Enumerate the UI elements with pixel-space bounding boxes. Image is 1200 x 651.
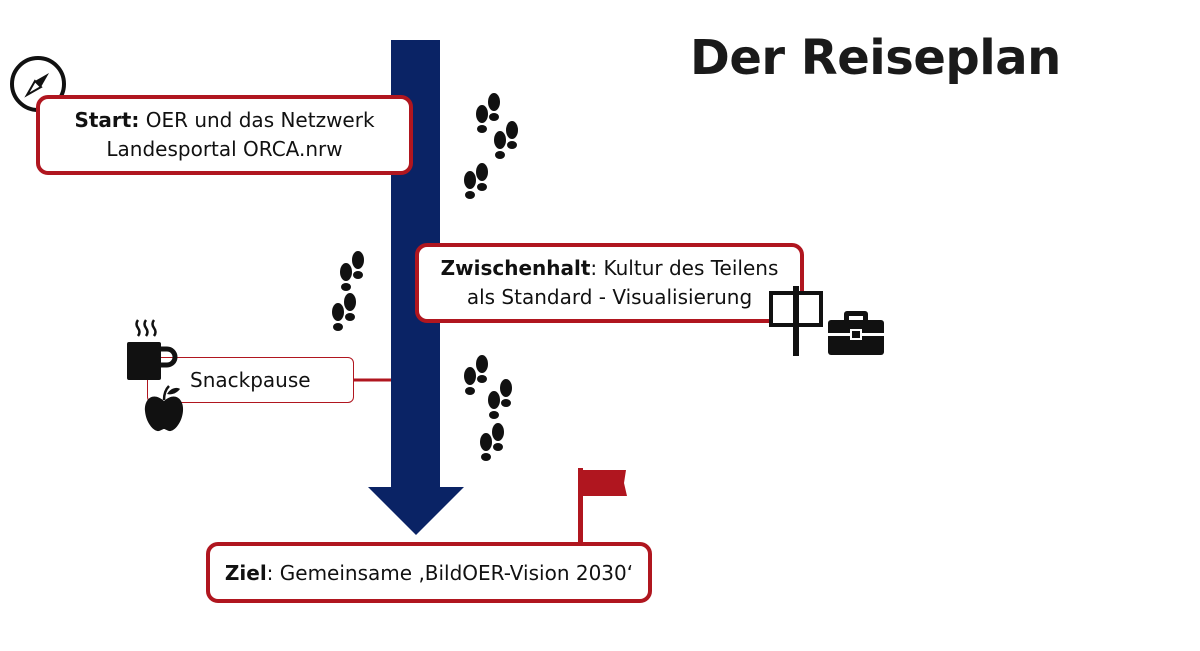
station-ziel: Ziel: Gemeinsame ‚BildOER-Vision 2030‘ <box>206 542 652 603</box>
footprints-icon <box>464 355 512 461</box>
coffee-cup-icon <box>127 319 178 380</box>
start-text-1: OER und das Netzwerk <box>139 108 375 132</box>
station-zwischenhalt: Zwischenhalt: Kultur des Teilens als Sta… <box>415 243 804 323</box>
ziel-text: : Gemeinsame ‚BildOER-Vision 2030‘ <box>266 560 634 585</box>
start-text-2: Landesportal ORCA.nrw <box>106 137 343 161</box>
ziel-label: Ziel <box>224 560 267 585</box>
footprints-icon <box>332 251 364 331</box>
station-snackpause: Snackpause <box>147 357 354 403</box>
signpost-icon <box>769 286 823 356</box>
footprints-icon <box>464 93 518 199</box>
briefcase-icon <box>828 311 884 355</box>
snackpause-text: Snackpause <box>190 368 311 392</box>
station-start: Start: OER und das Netzwerk Landesportal… <box>36 95 413 175</box>
zwischenhalt-label: Zwischenhalt <box>440 256 591 280</box>
zwischenhalt-text-2: als Standard - Visualisierung <box>466 285 753 309</box>
zwischenhalt-text-1: : Kultur des Teilens <box>590 256 779 280</box>
page-title: Der Reiseplan <box>690 30 1061 86</box>
apple-icon <box>144 385 184 432</box>
start-label: Start: <box>74 108 140 132</box>
flag-icon <box>578 468 627 546</box>
